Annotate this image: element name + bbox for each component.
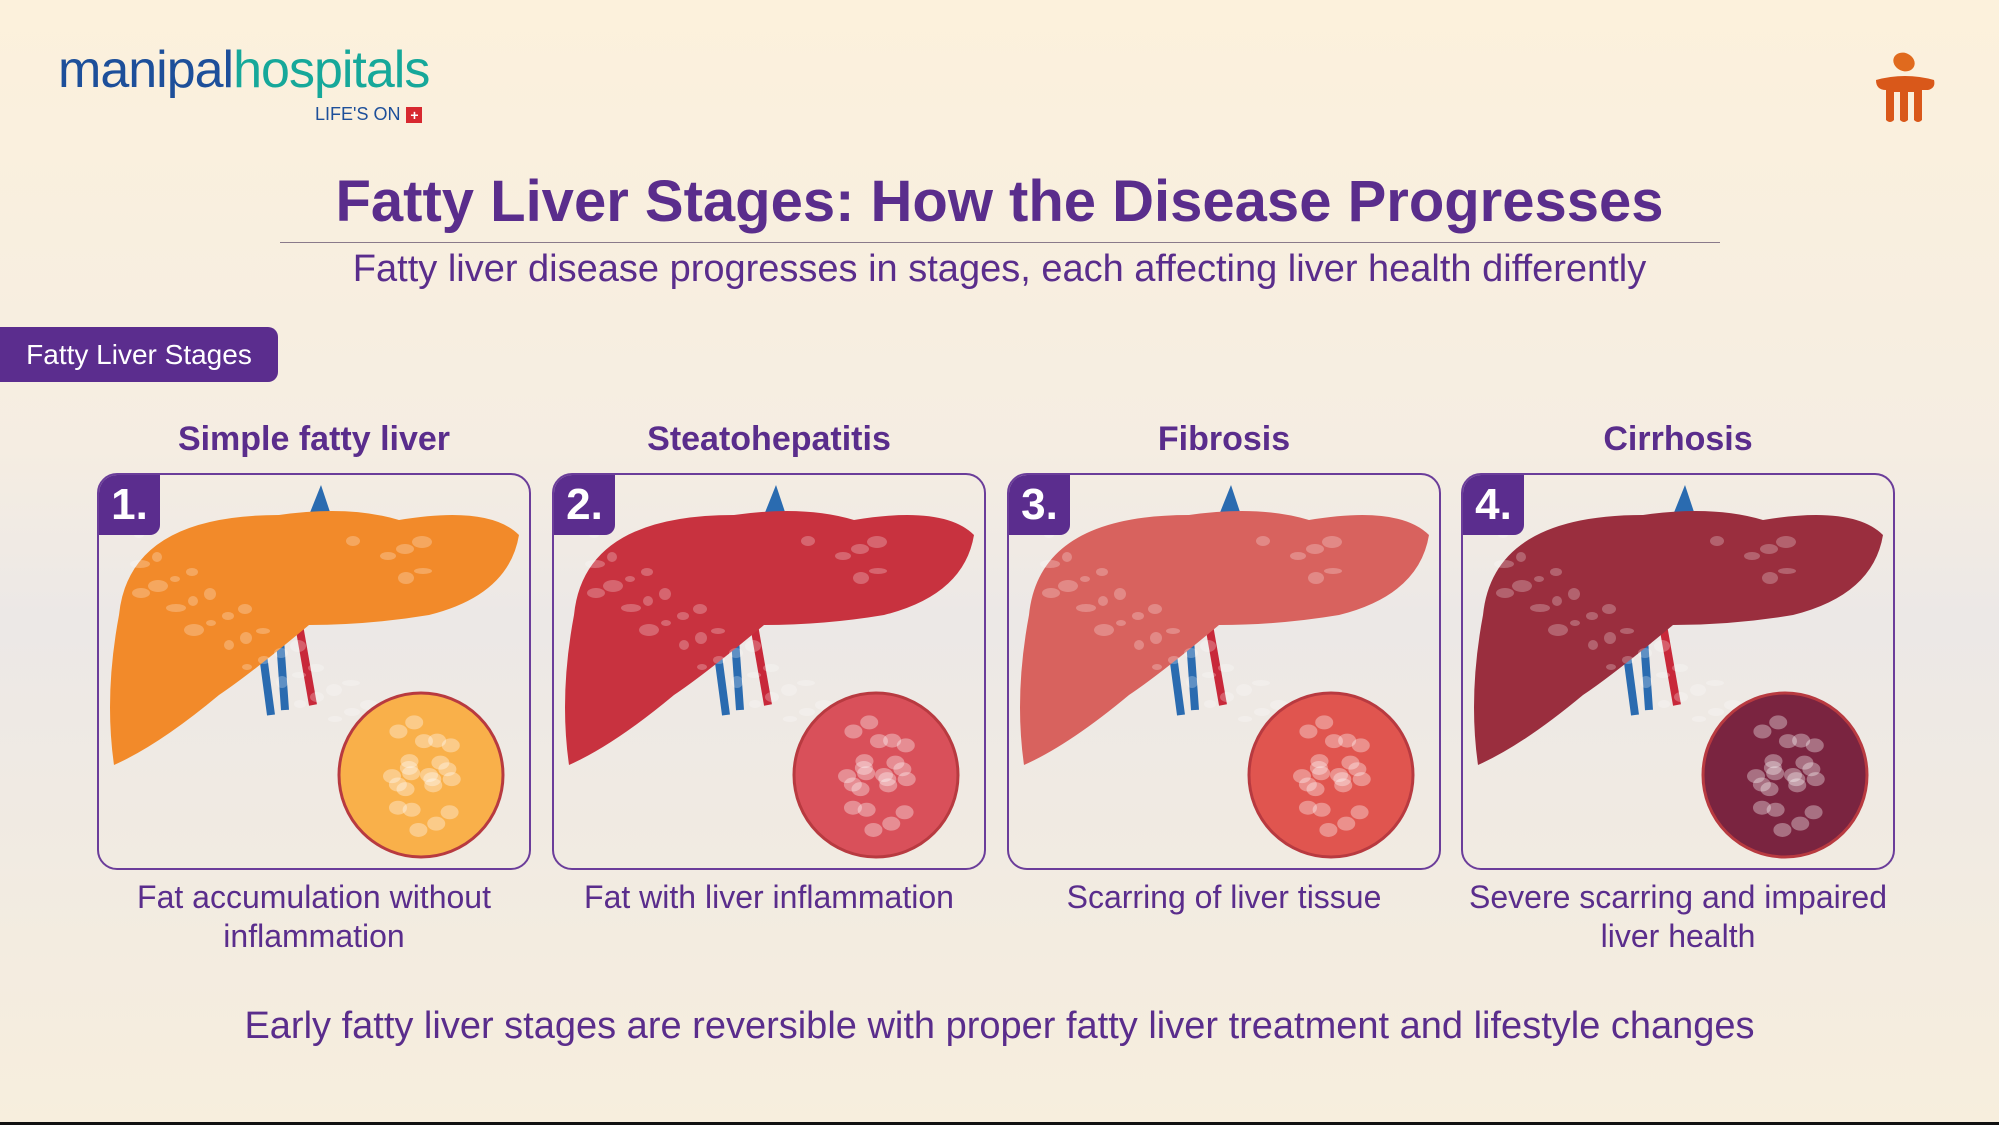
stage-title: Cirrhosis [1603, 420, 1753, 458]
liver-illustration-icon [110, 485, 519, 859]
stage-title: Fibrosis [1157, 420, 1291, 458]
manipal-logo: manipalhospitals [58, 40, 430, 100]
logo-tagline: LIFE'S ON + [315, 104, 423, 125]
title-divider [280, 242, 1720, 243]
stage-description: Fat with liver inflammation [584, 879, 954, 915]
stage-description: Fat accumulation without inflammation [137, 879, 491, 954]
stage-card: 3. [1007, 473, 1441, 870]
bottom-border [0, 1122, 1999, 1125]
cross-icon: + [406, 106, 423, 123]
liver-illustration-icon [1474, 485, 1883, 859]
logo-text-hospitals: hospitals [233, 41, 430, 99]
footer-note: Early fatty liver stages are reversible … [244, 1005, 1755, 1047]
stage-card: 4. [1461, 473, 1895, 870]
stage-description: Scarring of liver tissue [1066, 879, 1382, 915]
stage-number-badge: 4. [1463, 475, 1524, 535]
liver-illustration-icon [565, 485, 974, 859]
section-label: Fatty Liver Stages [0, 327, 278, 382]
manipal-emblem-icon [1876, 52, 1935, 122]
stage-title: Simple fatty liver [177, 420, 451, 458]
tagline-text: LIFE'S ON [315, 104, 401, 124]
stage-number-badge: 3. [1009, 475, 1070, 535]
stage-card: 1. [97, 473, 531, 870]
page-subtitle: Fatty liver disease progresses in stages… [352, 248, 1647, 290]
logo-text-manipal: manipal [58, 41, 234, 99]
stage-description: Severe scarring and impaired liver healt… [1469, 879, 1887, 954]
page-title: Fatty Liver Stages: How the Disease Prog… [335, 169, 1664, 234]
liver-illustration-icon [1020, 485, 1429, 859]
stage-title: Steatohepatitis [647, 420, 891, 458]
stage-number-badge: 2. [554, 475, 615, 535]
stage-number-badge: 1. [99, 475, 160, 535]
stage-card: 2. [552, 473, 986, 870]
